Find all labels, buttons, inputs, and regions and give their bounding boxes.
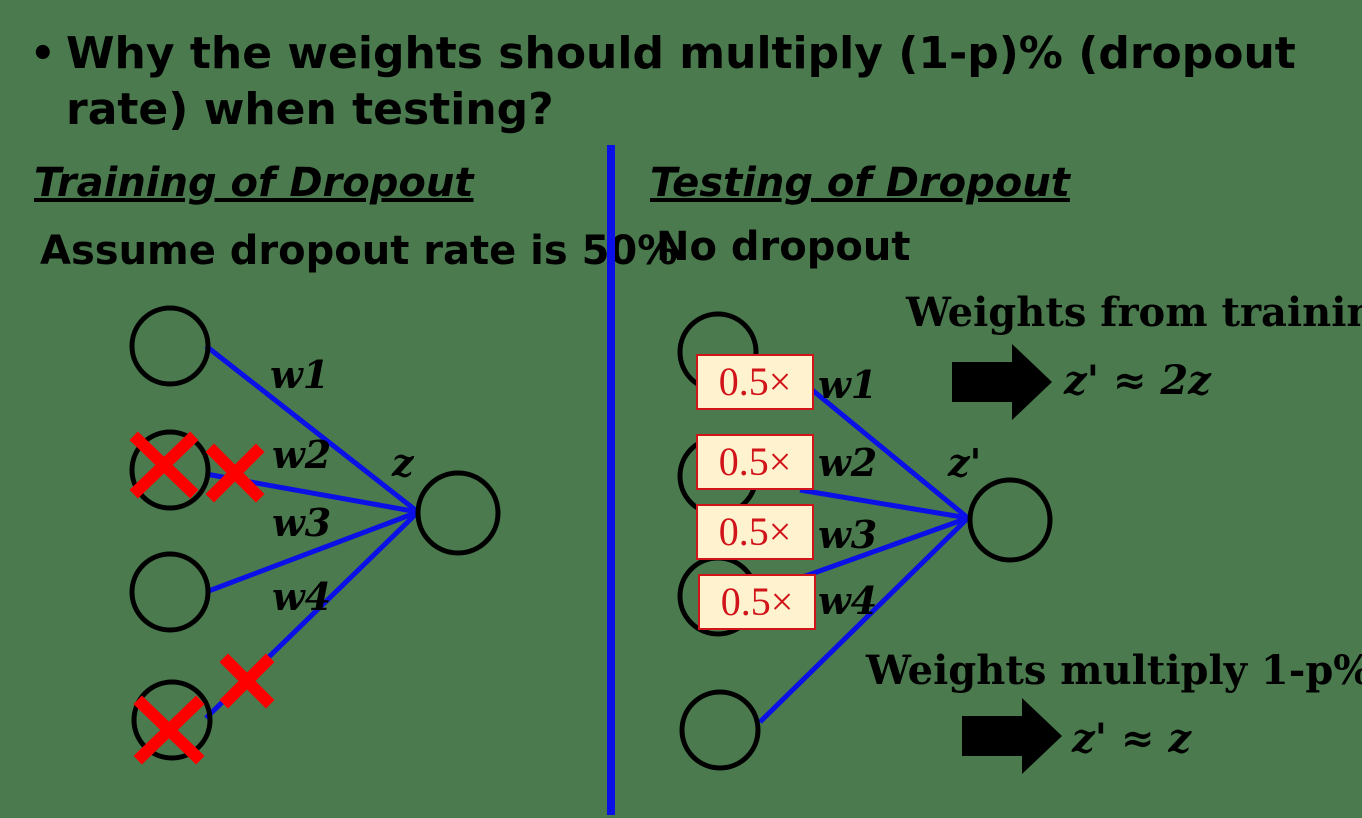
result-formula-2: z' ≈ z <box>1071 715 1192 762</box>
training-weight-3: w3 <box>272 500 331 545</box>
testing-weight-3: w3 <box>818 512 877 557</box>
training-weight-labels: w1 w2 w3 w4 z <box>270 352 415 619</box>
training-output-label: z <box>391 440 415 485</box>
testing-weight-labels: w1 w2 w3 w4 z' <box>818 362 981 623</box>
training-weight-2: w2 <box>272 432 331 477</box>
training-input-node-4 <box>131 679 213 761</box>
training-nodes <box>129 305 501 761</box>
testing-weight-2: w2 <box>818 440 877 485</box>
training-weight-4: w4 <box>272 574 331 619</box>
testing-edges <box>758 378 970 724</box>
testing-output-label: z' <box>947 440 981 485</box>
panel-separator <box>607 145 615 815</box>
bullet-point: • <box>30 31 56 77</box>
testing-notes: Weights from training Weights multiply 1… <box>865 289 1362 694</box>
testing-edge-4 <box>758 516 970 724</box>
testing-edge-2 <box>799 487 969 521</box>
testing-edge-3 <box>799 515 969 581</box>
training-input-node-2 <box>129 429 211 511</box>
dropout-crosses <box>129 431 275 765</box>
multiplier-box-2: 0.5× <box>696 434 814 490</box>
cross-edge-4-icon <box>219 653 275 709</box>
testing-weight-4: w4 <box>818 578 877 623</box>
cross-node-2-icon <box>129 431 199 499</box>
testing-title: Testing of Dropout <box>650 160 1070 206</box>
training-input-node-1 <box>129 305 211 387</box>
training-assumption: Assume dropout rate is 50% <box>40 228 678 274</box>
cross-node-4-icon <box>133 695 205 765</box>
training-edge-1 <box>204 344 420 514</box>
arrow-2-icon <box>962 698 1062 774</box>
testing-output-node <box>967 477 1053 563</box>
training-weight-1: w1 <box>270 352 329 397</box>
training-title: Training of Dropout <box>34 160 474 206</box>
multiplier-box-1: 0.5× <box>696 354 814 410</box>
result-formula-1: z' ≈ 2z <box>1063 357 1212 404</box>
multiplier-box-4: 0.5× <box>698 574 816 630</box>
cross-edge-2-icon <box>205 443 265 503</box>
note-weights-from-training: Weights from training <box>905 289 1362 336</box>
note-weights-multiply: Weights multiply 1-p% <box>865 647 1362 694</box>
arrows <box>952 344 1062 774</box>
question-line-2: rate) when testing? <box>66 84 554 135</box>
result-formulas: z' ≈ 2z z' ≈ z <box>1063 357 1212 762</box>
testing-edge-1 <box>798 378 970 520</box>
training-input-node-3 <box>129 551 211 633</box>
testing-input-node-4 <box>679 689 761 771</box>
testing-subtitle: No dropout <box>656 224 911 270</box>
multiplier-box-3: 0.5× <box>696 504 814 560</box>
training-output-node <box>415 470 501 556</box>
arrow-1-icon <box>952 344 1052 420</box>
question-line-1: Why the weights should multiply (1-p)% (… <box>66 28 1296 79</box>
testing-weight-1: w1 <box>818 362 877 407</box>
training-edge-3 <box>205 509 419 595</box>
